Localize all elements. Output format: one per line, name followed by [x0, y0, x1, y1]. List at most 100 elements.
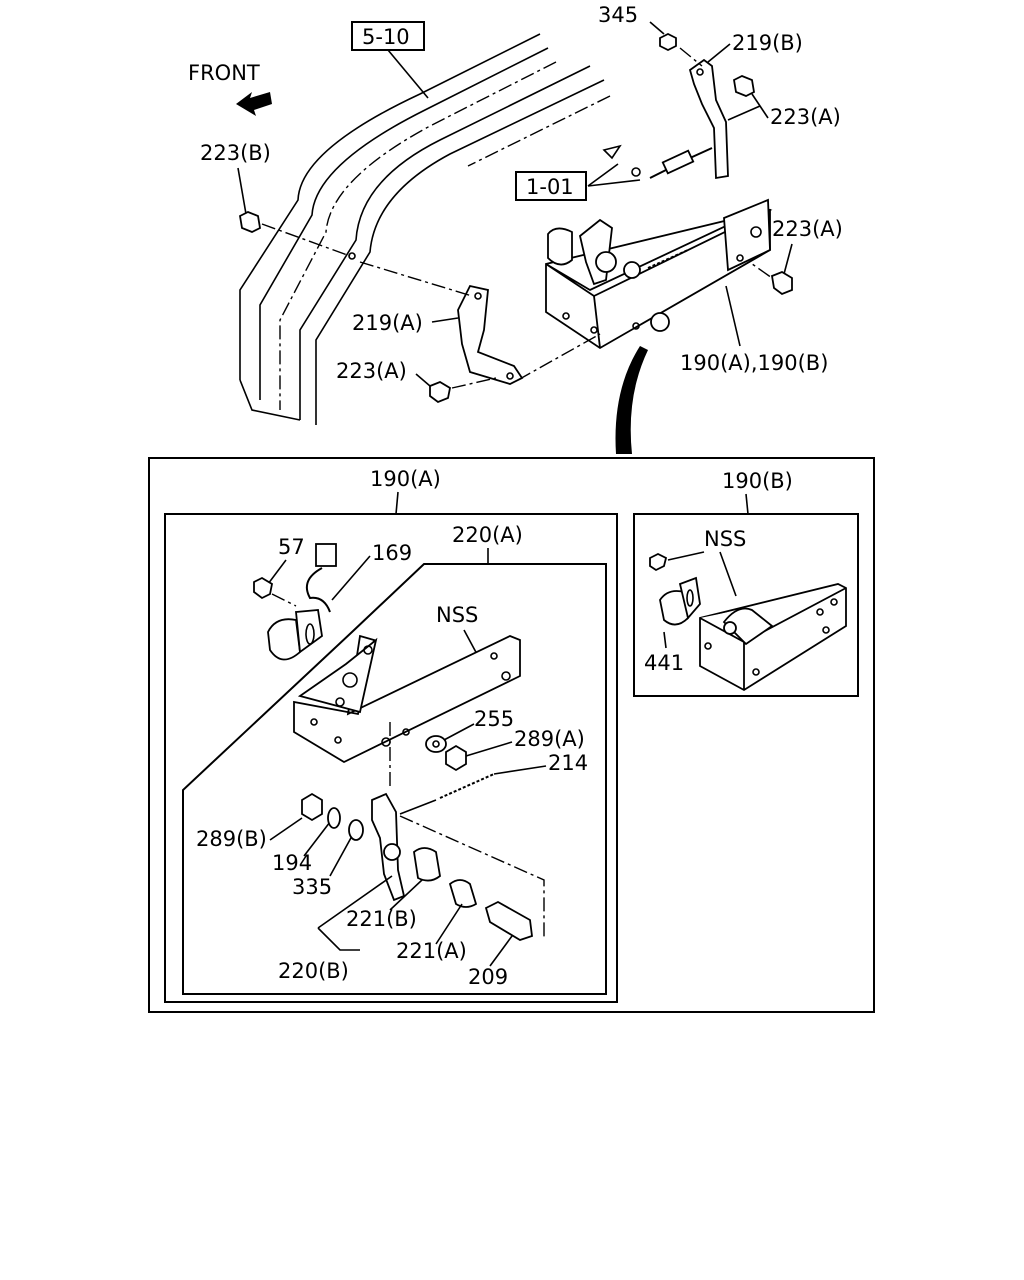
washer-icon	[425, 735, 447, 753]
leader-line	[269, 817, 303, 841]
leader-line	[783, 243, 793, 275]
leader-line	[389, 879, 423, 911]
callout-289a: 289(A)	[514, 727, 585, 751]
bolt-icon	[770, 270, 793, 296]
bushing-icon	[623, 261, 641, 279]
hole-icon	[342, 672, 358, 688]
edge-line	[593, 295, 601, 349]
hole-icon	[490, 652, 498, 660]
callout-219b-top: 219(B)	[732, 31, 803, 55]
callout-221a: 221(A)	[396, 939, 467, 963]
hole-icon	[696, 68, 704, 76]
hole-icon	[562, 312, 570, 320]
slot-icon	[686, 589, 694, 607]
part-219a-bracket: 219(A)	[352, 261, 601, 385]
axis-line	[517, 333, 601, 381]
axis-line	[679, 47, 703, 67]
pivot-bolt-icon	[650, 312, 670, 332]
detail-190a: 190(A) 57 169 220(A) NSS 255	[164, 467, 618, 1003]
ref-1-01[interactable]: 1-01	[515, 163, 641, 201]
callout-255: 255	[474, 707, 514, 731]
connector-icon	[315, 543, 337, 567]
hole-icon	[363, 645, 373, 655]
leader-line	[745, 493, 749, 515]
hole-icon	[632, 322, 640, 330]
bushing-a-icon	[448, 879, 478, 908]
hole-icon	[750, 226, 762, 238]
axis-line	[451, 377, 497, 389]
callout-441: 441	[644, 651, 684, 675]
bushing-b-icon	[413, 847, 441, 882]
leader-line	[415, 373, 431, 387]
hole-icon	[310, 718, 318, 726]
callout-223b: 223(B)	[200, 141, 271, 165]
callout-289b: 289(B)	[196, 827, 267, 851]
detail-190a-title: 190(A)	[370, 467, 441, 491]
switch-body-icon	[267, 618, 301, 661]
slot-icon	[305, 623, 315, 645]
switch-lever-icon	[295, 609, 323, 654]
hole-icon	[335, 697, 345, 707]
detail-190b-title: 190(B)	[722, 469, 793, 493]
leader-line-220b	[317, 875, 393, 951]
leader-line	[431, 317, 459, 323]
detail-190b: 190(B) NSS 441	[633, 469, 859, 697]
hole-icon	[474, 292, 482, 300]
part-223a-mid-bolt: 223(A)	[737, 217, 843, 296]
hole-icon	[506, 372, 514, 380]
clip-icon	[602, 144, 622, 160]
leader-line	[725, 285, 741, 347]
leader-line	[329, 835, 353, 877]
screw-icon	[253, 576, 274, 600]
leader-line	[751, 93, 769, 119]
callout-190ab: 190(A),190(B)	[680, 351, 828, 375]
switch-body-icon	[547, 227, 573, 266]
clip-washer-icon	[327, 807, 341, 829]
detail-220a-frame	[182, 563, 607, 995]
part-219b-bracket: 219(B)	[679, 31, 803, 180]
ref-5-10-label[interactable]: 5-10	[362, 25, 410, 49]
callout-223a-top: 223(A)	[770, 105, 841, 129]
switch-lever-icon	[678, 576, 701, 620]
spring-hook-line	[399, 799, 437, 815]
axis-line	[261, 223, 351, 257]
nut-icon	[301, 792, 323, 822]
detail-190b-frame	[633, 513, 859, 697]
bolt-icon	[239, 211, 261, 233]
callout-214: 214	[548, 751, 588, 775]
leader-line	[387, 49, 429, 99]
axis-line	[359, 261, 473, 297]
axis-line	[399, 815, 545, 940]
hole-icon	[736, 254, 744, 262]
callout-220b: 220(B)	[278, 959, 349, 983]
callout-219a: 219(A)	[352, 311, 423, 335]
bracket-icon	[457, 284, 524, 385]
pin-icon	[631, 167, 641, 177]
lever-boss-icon	[383, 843, 401, 861]
spring-icon	[647, 249, 689, 269]
detail-outer-frame	[148, 457, 875, 1013]
wire-icon	[306, 567, 331, 613]
leader-line	[707, 43, 731, 63]
nut-icon	[659, 32, 677, 52]
bracket-icon	[688, 58, 729, 180]
bolt-icon	[429, 380, 452, 404]
side-plate-icon	[723, 198, 771, 272]
axis-line	[271, 593, 297, 607]
part-223a-bottom-bolt: 223(A)	[336, 359, 497, 404]
detail-190a-frame	[164, 513, 618, 1003]
washer-hole-icon	[432, 740, 440, 748]
callout-57: 57	[278, 535, 305, 559]
part-345-nut: 345	[598, 3, 677, 52]
leader-line	[331, 555, 371, 601]
callout-194: 194	[272, 851, 312, 875]
leader-line	[435, 903, 463, 945]
hole-icon	[752, 668, 760, 676]
ref-5-10[interactable]: 5-10	[351, 21, 429, 99]
spring-icon	[439, 773, 495, 799]
pivot-bolt-icon	[484, 900, 533, 941]
hole-icon	[348, 252, 356, 260]
callout-345: 345	[598, 3, 638, 27]
ref-1-01-label[interactable]: 1-01	[526, 175, 574, 199]
